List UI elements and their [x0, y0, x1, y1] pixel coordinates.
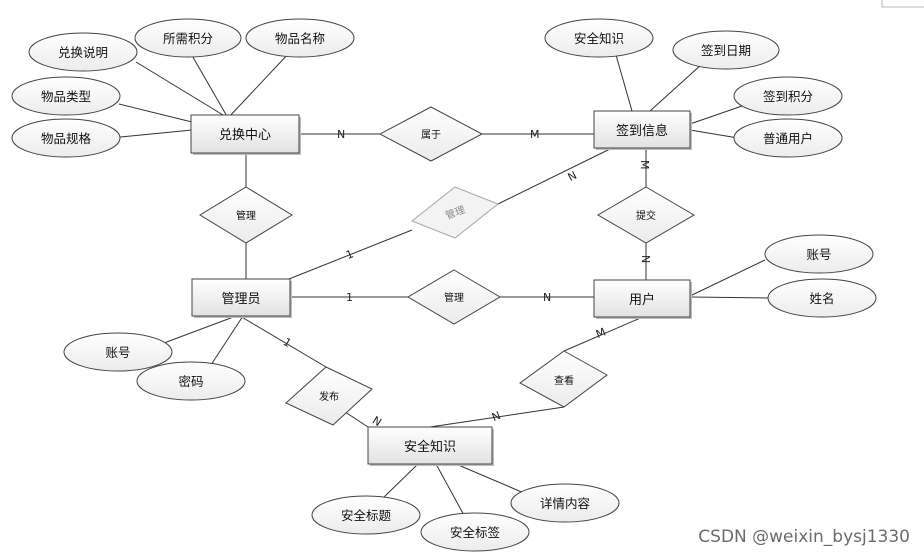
- attr-safety-title: 安全标题: [311, 495, 421, 535]
- rel-manage-user: 管理: [407, 269, 501, 325]
- attr-item-name: 物品名称: [245, 18, 355, 58]
- entity-exchange-center-label: 兑换中心: [219, 128, 271, 143]
- attributes: 兑换说明 所需积分 物品名称 物品类型 物品规格 安全知识 签到日期: [11, 18, 877, 552]
- rel-submit-label: 提交: [636, 209, 656, 222]
- entity-admin-label: 管理员: [221, 292, 260, 307]
- attr-admin-password-label: 密码: [178, 374, 203, 389]
- attr-user-account: 账号: [764, 234, 874, 274]
- rel-view-label: 查看: [554, 374, 574, 387]
- cardinality-labels: N M N 1 M N 1 N 1 N N M: [281, 128, 652, 429]
- attr-safety-knowledge-label: 安全知识: [574, 31, 624, 46]
- attr-safety-title-label: 安全标题: [341, 508, 392, 523]
- entity-safety-knowledge-label: 安全知识: [404, 439, 456, 455]
- attr-detail-content: 详情内容: [510, 483, 620, 523]
- attr-required-points-label: 所需积分: [163, 31, 213, 46]
- entity-safety-knowledge: 安全知识: [367, 426, 494, 466]
- rel-publish: 发布: [285, 366, 373, 426]
- attr-checkin-points: 签到积分: [733, 76, 843, 116]
- attr-admin-password: 密码: [136, 361, 246, 401]
- attr-regular-user-label: 普通用户: [763, 131, 813, 146]
- corner-mark: [881, 0, 924, 8]
- card-checkin-manage: N: [566, 169, 579, 184]
- rel-manage-user-label: 管理: [444, 291, 464, 304]
- card-exchange-belongs: N: [337, 128, 345, 141]
- attr-item-name-label: 物品名称: [275, 31, 325, 46]
- attr-item-spec: 物品规格: [11, 118, 121, 158]
- attr-exchange-note-label: 兑换说明: [58, 45, 108, 60]
- card-knowledge-view: N: [490, 409, 503, 424]
- entity-checkin-info: 签到信息: [593, 110, 692, 150]
- connector-lines: [118, 51, 769, 518]
- attr-admin-account: 账号: [63, 332, 173, 372]
- attr-item-spec-label: 物品规格: [41, 131, 92, 146]
- entity-user-label: 用户: [629, 292, 655, 308]
- attr-item-type-label: 物品类型: [41, 89, 91, 104]
- card-checkin-belongs: M: [530, 128, 540, 141]
- card-checkin-submit: M: [638, 160, 651, 170]
- attr-checkin-date-label: 签到日期: [701, 43, 751, 58]
- attr-admin-account-label: 账号: [105, 345, 130, 360]
- entity-checkin-info-label: 签到信息: [616, 123, 668, 139]
- attr-user-account-label: 账号: [806, 247, 831, 262]
- rel-publish-label: 发布: [319, 390, 339, 403]
- csdn-watermark: CSDN @weixin_bysj1330: [698, 527, 910, 547]
- entity-user: 用户: [593, 279, 692, 319]
- rel-belongs-label: 属于: [421, 129, 441, 141]
- attr-user-name-label: 姓名: [809, 291, 834, 306]
- rel-manage-exchange-label: 管理: [236, 209, 256, 222]
- attr-safety-tag-label: 安全标签: [450, 525, 501, 540]
- attr-exchange-note: 兑换说明: [28, 32, 138, 72]
- attr-safety-tag: 安全标签: [420, 512, 530, 552]
- card-admin-publish: 1: [281, 335, 294, 350]
- attr-item-type: 物品类型: [11, 76, 121, 116]
- attr-checkin-points-label: 签到积分: [763, 89, 813, 104]
- attr-required-points: 所需积分: [134, 18, 242, 58]
- entity-admin: 管理员: [191, 278, 292, 318]
- card-user-view: M: [594, 325, 608, 341]
- attr-detail-content-label: 详情内容: [540, 496, 590, 511]
- entity-exchange-center: 兑换中心: [190, 114, 301, 155]
- rel-view: 查看: [519, 350, 608, 408]
- rel-manage-checkin: 管理: [411, 186, 499, 239]
- attr-checkin-date: 签到日期: [672, 30, 780, 70]
- rel-belongs: 属于: [378, 106, 484, 162]
- card-admin-manage-checkin: 1: [344, 247, 355, 262]
- card-user-submit: N: [639, 255, 652, 263]
- rel-manage-exchange: 管理: [199, 186, 293, 244]
- attr-user-name: 姓名: [767, 278, 877, 318]
- card-user-manage: N: [543, 291, 551, 304]
- rel-submit: 提交: [597, 186, 695, 244]
- card-admin-manage-user: 1: [346, 291, 353, 304]
- attr-regular-user: 普通用户: [733, 118, 843, 158]
- attr-safety-knowledge: 安全知识: [544, 18, 654, 58]
